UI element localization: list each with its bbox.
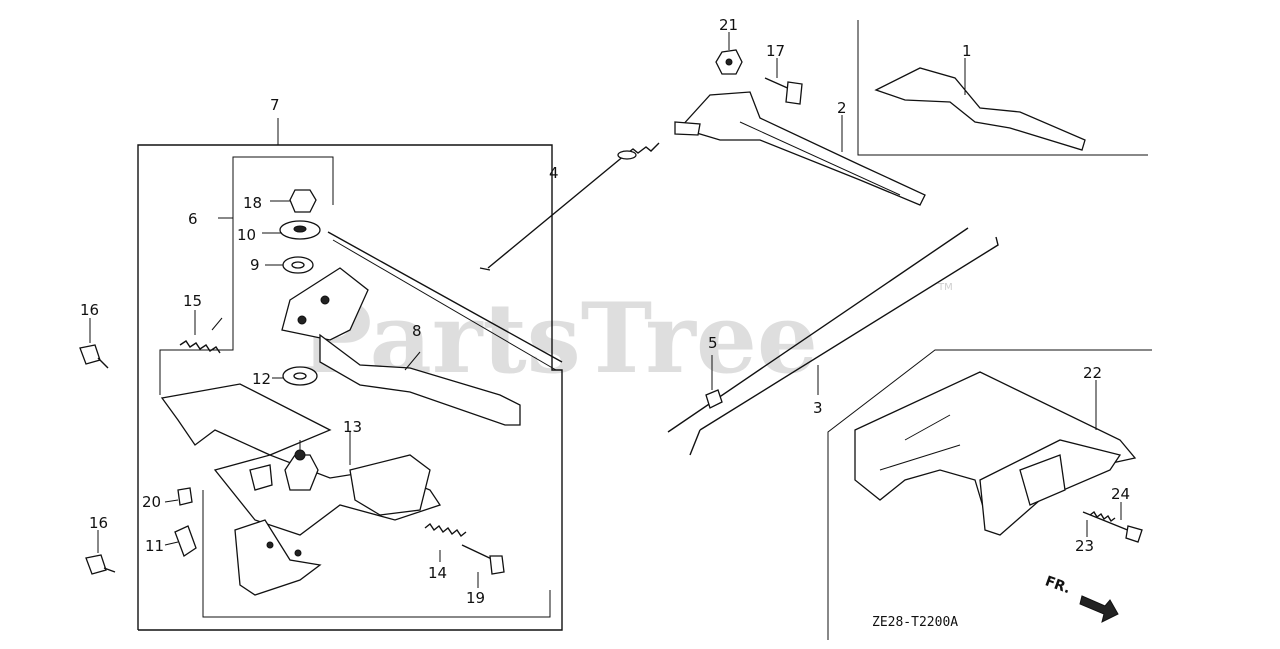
callout-11[interactable]: 11: [145, 537, 164, 555]
front-label: FR.: [1043, 573, 1073, 597]
part-8-lever[interactable]: [281, 267, 521, 426]
part-10-plate[interactable]: [262, 220, 321, 240]
diagram-code: ZE28-T2200A: [872, 615, 958, 630]
callout-20[interactable]: 20: [142, 493, 161, 511]
front-direction-arrow: FR.: [1043, 573, 1119, 623]
callout-16-bottom[interactable]: 16: [89, 514, 108, 532]
callout-24[interactable]: 24: [1111, 485, 1130, 503]
part-19-bolt[interactable]: [461, 544, 505, 588]
callout-2[interactable]: 2: [837, 99, 847, 117]
callout-23[interactable]: 23: [1075, 537, 1094, 555]
part-11-clip[interactable]: [164, 525, 197, 557]
part-4-cable[interactable]: [479, 142, 660, 271]
callouts: 1 2 3 4 5 6 7 8 9 10 11 12 13 14 15 16 1…: [80, 16, 1130, 607]
part-14-spring[interactable]: [424, 522, 467, 562]
callout-15[interactable]: 15: [183, 292, 202, 310]
callout-9[interactable]: 9: [250, 256, 260, 274]
part-5-clip[interactable]: [705, 355, 723, 409]
part-16-screw-bottom[interactable]: [85, 530, 116, 575]
part-23-24-screw[interactable]: [1082, 502, 1143, 543]
part-9-washer[interactable]: [265, 256, 314, 274]
callout-1[interactable]: 1: [962, 42, 972, 60]
callout-7[interactable]: 7: [270, 96, 280, 114]
callout-16-top[interactable]: 16: [80, 301, 99, 319]
watermark-tm: TM: [937, 282, 953, 293]
callout-4[interactable]: 4: [549, 164, 559, 182]
part-15-spring[interactable]: [179, 310, 223, 354]
part-20-bolt[interactable]: [164, 487, 193, 506]
throttle-rod-line: [327, 231, 563, 363]
assembly-7-bracket: [137, 118, 563, 631]
callout-14[interactable]: 14: [428, 564, 447, 582]
part-22-cover-inset[interactable]: [827, 349, 1152, 640]
callout-12[interactable]: 12: [252, 370, 271, 388]
part-13-base-plate[interactable]: [160, 383, 442, 596]
callout-18[interactable]: 18: [243, 194, 262, 212]
callout-6[interactable]: 6: [188, 210, 198, 228]
part-18-nut[interactable]: [270, 189, 317, 213]
callout-17[interactable]: 17: [766, 42, 785, 60]
callout-3[interactable]: 3: [813, 399, 823, 417]
part-16-screw-top[interactable]: [79, 318, 109, 369]
part-12-washer[interactable]: [272, 366, 318, 386]
callout-5[interactable]: 5: [708, 334, 718, 352]
callout-8[interactable]: 8: [412, 322, 422, 340]
part-1-inset[interactable]: [857, 20, 1148, 156]
callout-13[interactable]: 13: [343, 418, 362, 436]
callout-22[interactable]: 22: [1083, 364, 1102, 382]
part-2-lever[interactable]: [674, 91, 926, 206]
part-21-nut[interactable]: [715, 32, 743, 75]
callout-10[interactable]: 10: [237, 226, 256, 244]
part-17-bolt[interactable]: [764, 58, 803, 105]
callout-21[interactable]: 21: [719, 16, 738, 34]
callout-19[interactable]: 19: [466, 589, 485, 607]
